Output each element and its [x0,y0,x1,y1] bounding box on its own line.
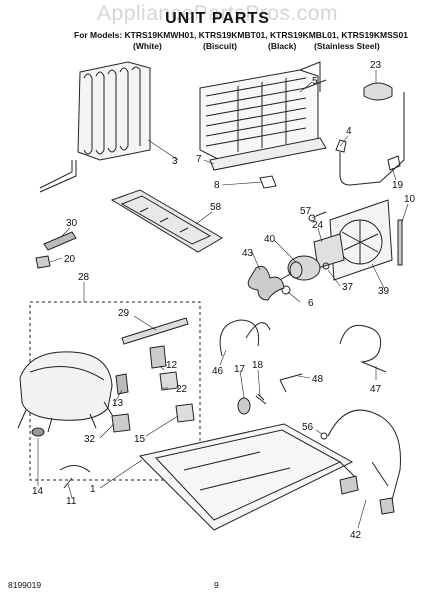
callout-32: 32 [84,434,96,445]
callout-56: 56 [302,422,314,433]
callout-11: 11 [66,496,77,507]
overload [159,371,179,391]
wire-connector [35,255,51,269]
callout-40: 40 [264,234,276,245]
relay-clip [115,373,129,395]
callout-6: 6 [308,298,314,309]
cover-15 [175,403,195,423]
callout-labels: 3 5 23 4 7 8 19 10 58 30 57 24 20 40 43 … [32,60,416,541]
trough-clip [259,175,277,189]
color-stainless: (Stainless Steel) [314,41,380,51]
relay [149,345,167,369]
color-white: (White) [133,41,162,51]
cap-part [363,82,393,101]
callout-58: 58 [210,202,222,213]
drain-tube [397,219,403,266]
condenser-coil [39,61,151,193]
color-biscuit: (Biscuit) [203,41,237,51]
callout-23: 23 [370,60,382,71]
callout-3: 3 [172,156,178,167]
evaporator-coil [199,61,327,161]
callout-42: 42 [350,530,362,541]
water-tube [219,319,271,357]
callout-1: 1 [90,484,96,495]
callout-7: 7 [196,154,202,165]
fan-assembly [247,199,393,301]
callout-48: 48 [312,374,324,385]
callout-17: 17 [234,364,246,375]
callout-15: 15 [134,434,146,445]
sensor-clip [387,155,401,171]
grommet [237,397,251,415]
callout-46: 46 [212,366,224,377]
watermark: AppliancePartsPros.com [97,2,338,25]
models-line: For Models: KTRS19KMWH01, KTRS19KMBT01, … [74,30,408,40]
base-tray [139,423,354,531]
callout-30: 30 [66,218,78,229]
callout-29: 29 [118,308,130,319]
callout-12: 12 [166,360,178,371]
callout-5: 5 [312,76,318,87]
callout-8: 8 [214,180,220,191]
defrost-sensor [335,92,405,186]
color-black: (Black) [268,41,297,51]
callout-20: 20 [64,254,76,265]
callout-28: 28 [78,272,90,283]
screw-18 [255,393,267,405]
callout-24: 24 [312,220,324,231]
page-number: 9 [214,580,219,590]
callout-4: 4 [346,126,352,137]
callout-57: 57 [300,206,312,217]
callout-39: 39 [378,286,390,297]
tube-48 [279,373,303,393]
compressor [17,351,115,437]
callout-19: 19 [392,180,404,191]
drain-trough [209,137,327,171]
leader-lines [37,70,409,529]
wire-harness-47 [339,324,387,373]
main-harness [320,409,401,515]
callout-37: 37 [342,282,354,293]
doc-number: 8199019 [8,580,42,590]
drier [121,317,189,345]
callout-10: 10 [404,194,416,205]
callout-43: 43 [242,248,254,259]
callout-22: 22 [176,384,188,395]
callout-18: 18 [252,360,264,371]
page-title: UNIT PARTS [165,10,270,27]
callout-47: 47 [370,384,382,395]
capacitor-32 [111,413,131,433]
callout-13: 13 [112,398,124,409]
wire-11 [59,465,91,489]
drain-pan [110,189,223,253]
callout-14: 14 [32,486,44,497]
thermistor [43,231,77,251]
